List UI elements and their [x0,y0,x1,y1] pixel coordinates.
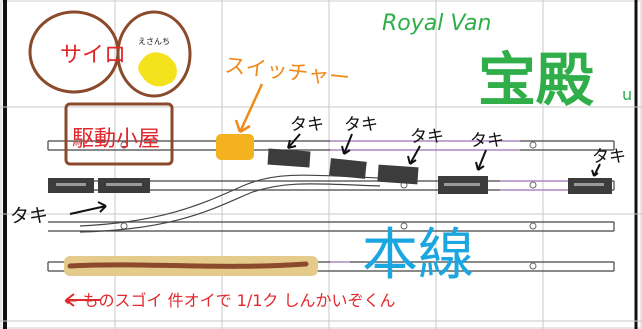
small-circle [116,10,192,98]
switcher-loco [216,134,254,160]
long-car [64,256,318,276]
taki-arrow-3 [407,145,421,165]
royal-van-label: Royal Van [382,11,491,36]
switcher-arrow [234,83,264,134]
taki-label-4: タキ [470,131,504,151]
driver-room-label: 駆動小屋 [72,127,160,152]
car-track1-1 [267,148,311,168]
bottom-note: ← ものスゴイ 件オイで 1/1ク しんかいぞくん [64,291,396,310]
small-circle-label: えさんち [138,37,170,46]
taki-arrow-5 [591,163,601,177]
arrows [65,83,601,307]
driver-room-box [64,102,174,166]
taki-arrow-1 [287,133,301,149]
palace-label: 宝殿 [478,46,594,114]
note-arrow [65,293,100,307]
taki-arrow-2 [341,133,353,155]
taki-arrow-left [69,201,107,215]
switch-curve-inner [79,183,381,233]
palace-tail-label: u [622,85,632,104]
main-line-label: 本線 [362,223,474,288]
yellow-blob [138,52,177,87]
rolling-stock [48,148,612,194]
car-track1-2 [329,158,367,179]
car-windows [56,183,604,186]
brown-outlines [28,10,192,166]
taki-label-5: タキ [592,147,626,167]
taki-label-2: タキ [344,115,378,135]
track-3 [48,221,615,232]
silo-label: サイロ [60,43,126,68]
taki-arrow-4 [475,149,487,171]
taki-label-left: タキ [10,205,48,227]
switch-curve-outer [79,174,381,227]
car-track1-3 [377,164,419,185]
taki-label-3: タキ [410,127,444,147]
rail-joints [120,141,537,270]
taki-label-1: タキ [290,115,324,135]
